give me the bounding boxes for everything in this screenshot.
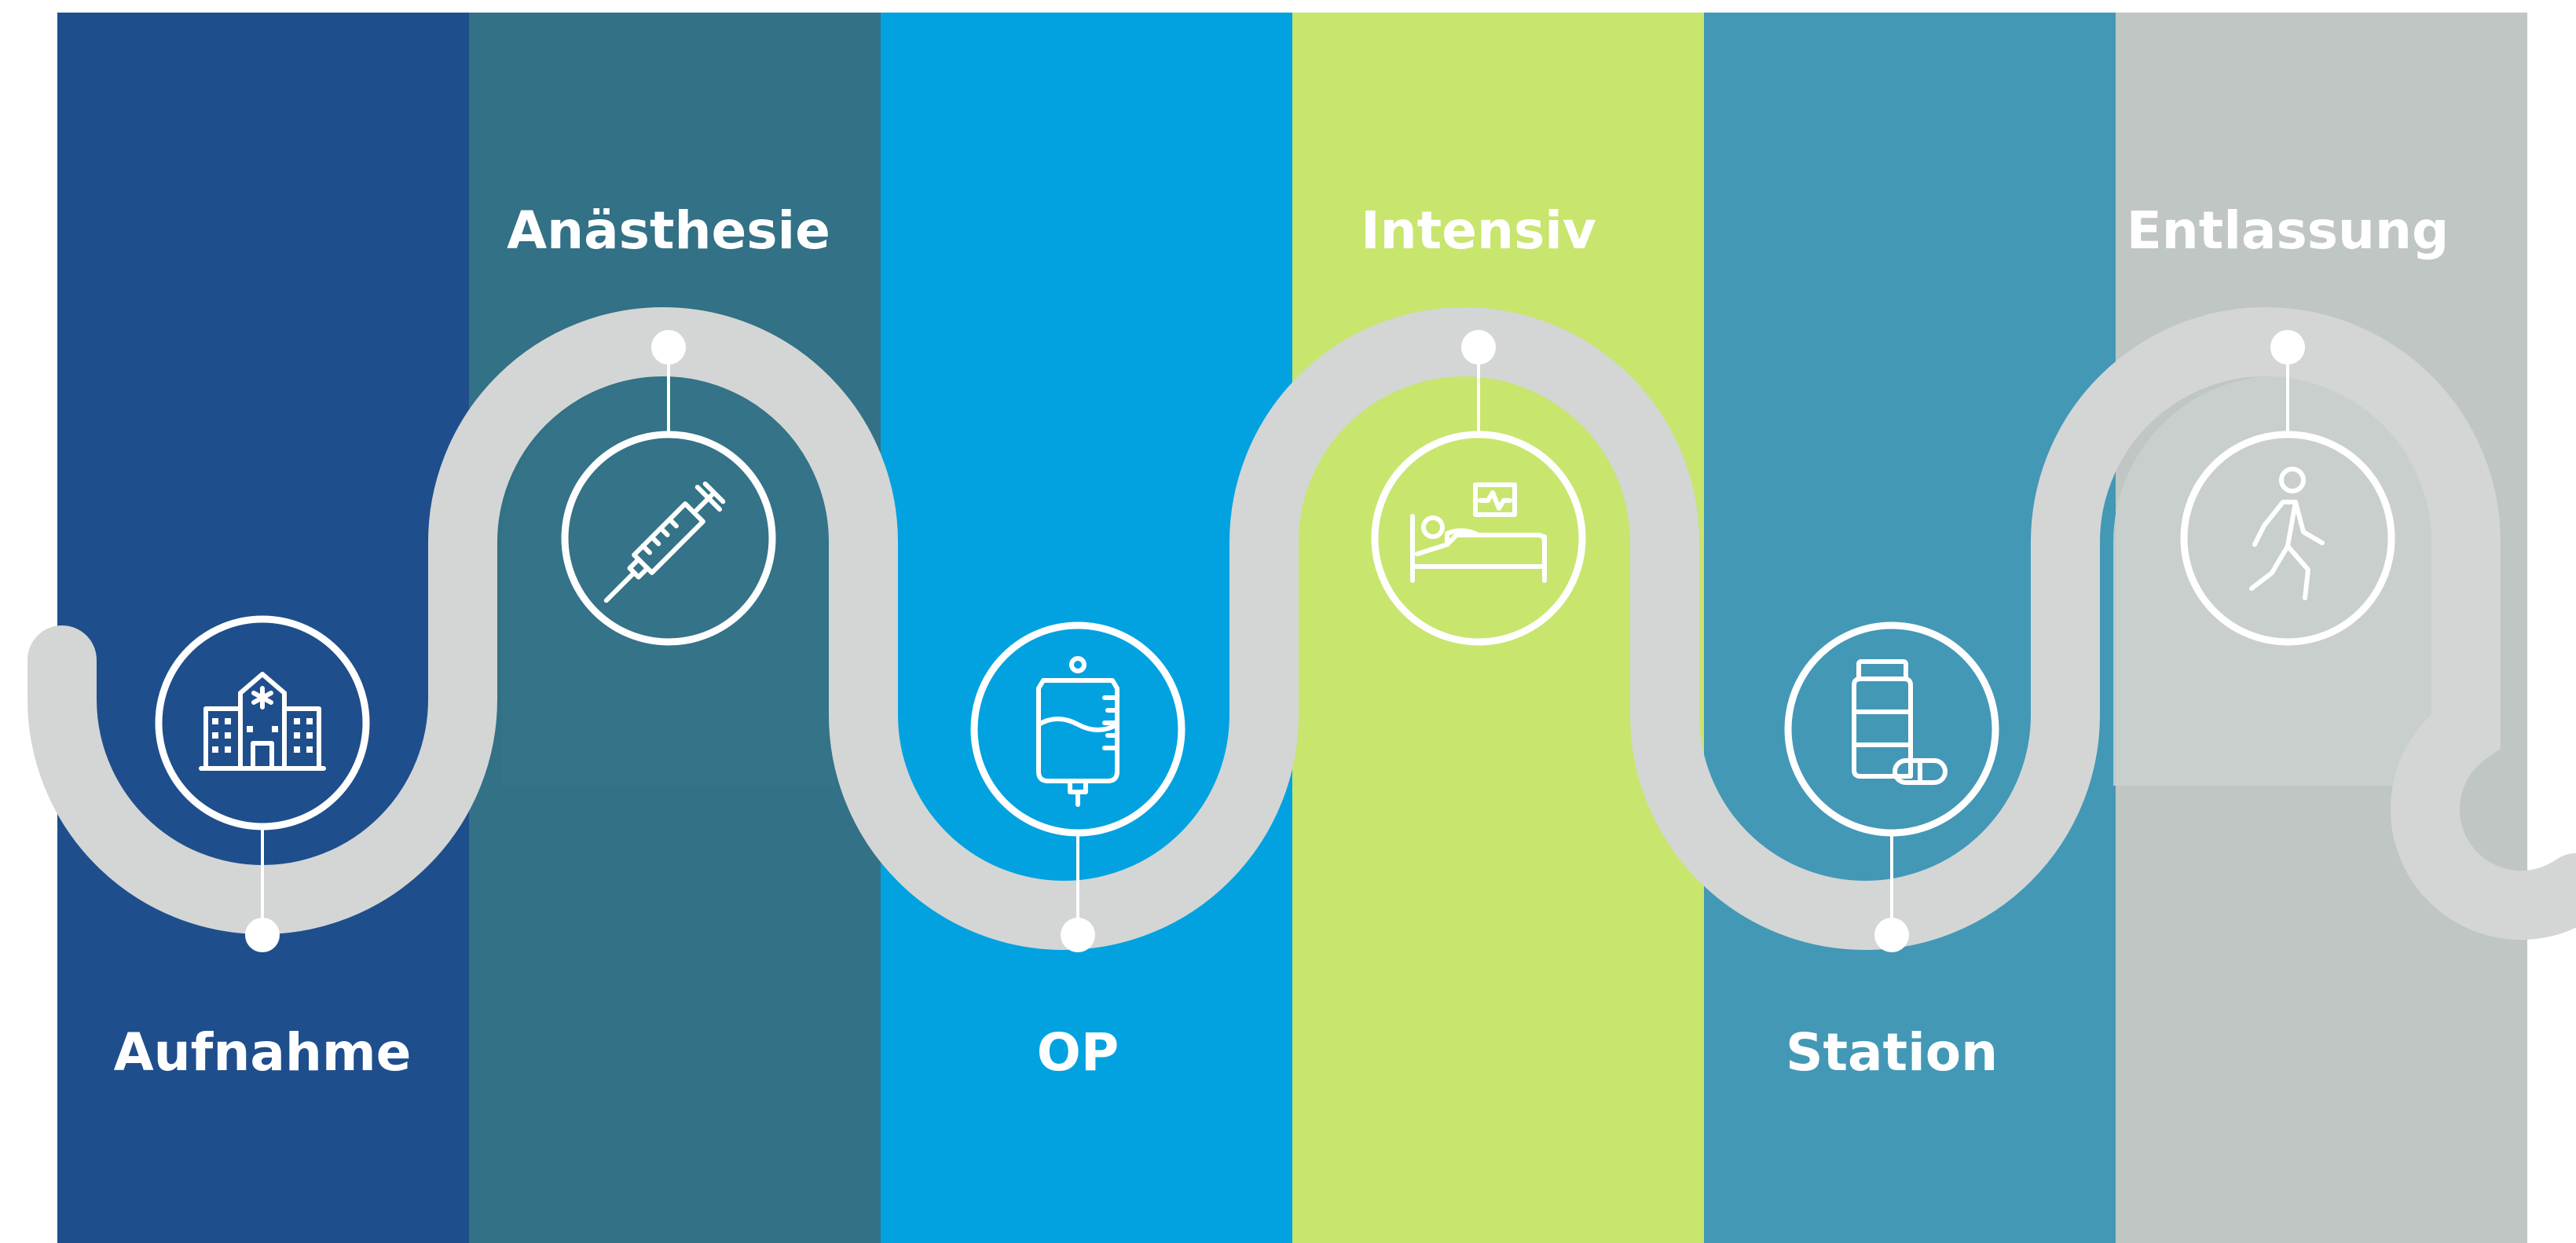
stage-label-intensiv: Intensiv bbox=[1361, 200, 1596, 261]
stage-entlassung: Entlassung bbox=[2127, 200, 2450, 646]
icon-ring bbox=[2180, 431, 2395, 646]
stage-aufnahme: Aufnahme bbox=[114, 615, 412, 1083]
icon-ring bbox=[970, 622, 1185, 837]
hospital-icon bbox=[199, 672, 326, 771]
stage-label-station: Station bbox=[1786, 1022, 1998, 1083]
icon-ring bbox=[1371, 431, 1586, 646]
icon-ring bbox=[561, 431, 776, 646]
hospital-bed-monitor-icon bbox=[1410, 482, 1547, 583]
stage-anaesthesie: Anästhesie bbox=[507, 200, 830, 646]
milestone-dot bbox=[1874, 918, 1909, 952]
stage-station: Station bbox=[1784, 622, 1999, 1083]
milestone-dot bbox=[1061, 918, 1095, 952]
syringe-icon bbox=[603, 481, 726, 603]
medicine-bottle-pill-icon bbox=[1852, 659, 1948, 785]
stage-label-entlassung: Entlassung bbox=[2127, 200, 2450, 261]
stage-label-anaesthesie: Anästhesie bbox=[507, 200, 830, 261]
track-inner-fill-entlassung bbox=[2113, 376, 2446, 786]
icon-ring bbox=[155, 615, 370, 830]
stage-intensiv: Intensiv bbox=[1361, 200, 1596, 646]
stage-label-op: OP bbox=[1037, 1022, 1119, 1083]
milestone-dot bbox=[245, 918, 280, 952]
icon-ring bbox=[1784, 622, 1999, 837]
iv-bag-icon bbox=[1036, 656, 1119, 807]
stage-label-aufnahme: Aufnahme bbox=[114, 1022, 412, 1083]
walking-person-icon bbox=[2249, 467, 2325, 600]
stage-op: OP bbox=[970, 622, 1185, 1083]
stage-column-aufnahme bbox=[57, 13, 469, 1243]
journey-track bbox=[27, 307, 2576, 950]
stage-column-anaesthesie bbox=[469, 13, 881, 1243]
